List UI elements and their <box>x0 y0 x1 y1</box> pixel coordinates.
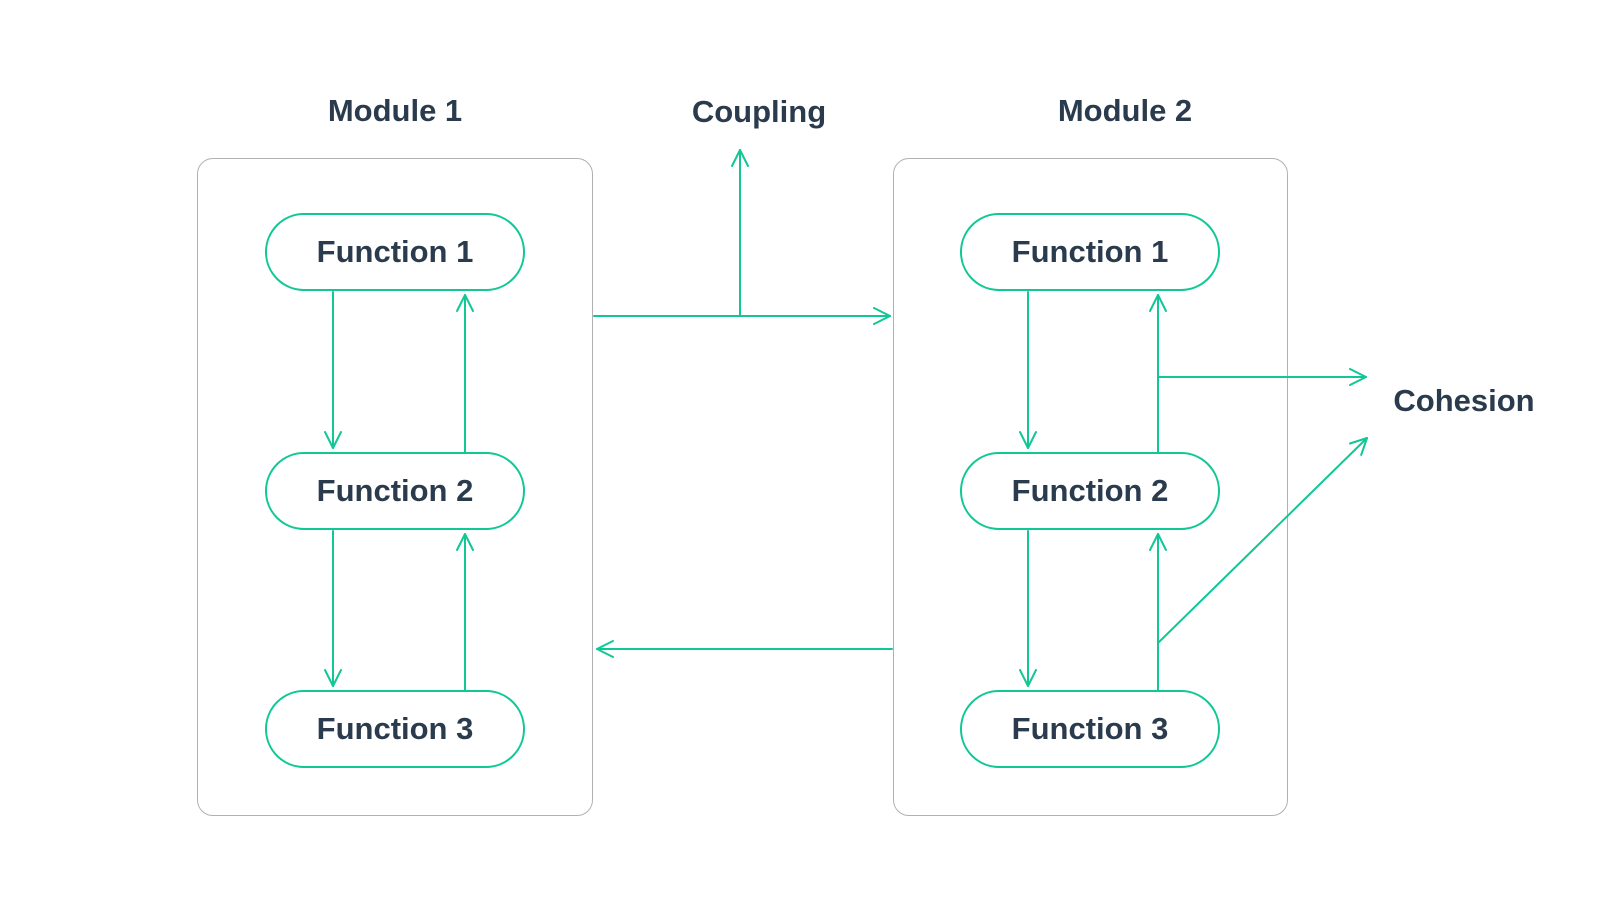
module-1-function-1-label: Function 1 <box>316 234 474 269</box>
module-1-title: Module 1 <box>327 93 463 128</box>
module-2-function-1-label: Function 1 <box>1011 234 1169 269</box>
module-2-title: Module 2 <box>1057 93 1193 128</box>
module-1-function-2-label: Function 2 <box>316 473 474 508</box>
module-2-function-3-node: Function 3 <box>960 690 1220 768</box>
cohesion-diagonal-arrow <box>1157 437 1368 644</box>
module-2-function-3-label: Function 3 <box>1011 711 1169 746</box>
module-1-function-2-node: Function 2 <box>265 452 525 530</box>
module-2-function-2-label: Function 2 <box>1011 473 1169 508</box>
module-1-function-1-node: Function 1 <box>265 213 525 291</box>
module-1-function-3-node: Function 3 <box>265 690 525 768</box>
module-1-function-3-label: Function 3 <box>316 711 474 746</box>
module-2-function-2-node: Function 2 <box>960 452 1220 530</box>
module-2-function-1-node: Function 1 <box>960 213 1220 291</box>
coupling-label: Coupling <box>691 94 827 129</box>
cohesion-label: Cohesion <box>1393 383 1535 418</box>
